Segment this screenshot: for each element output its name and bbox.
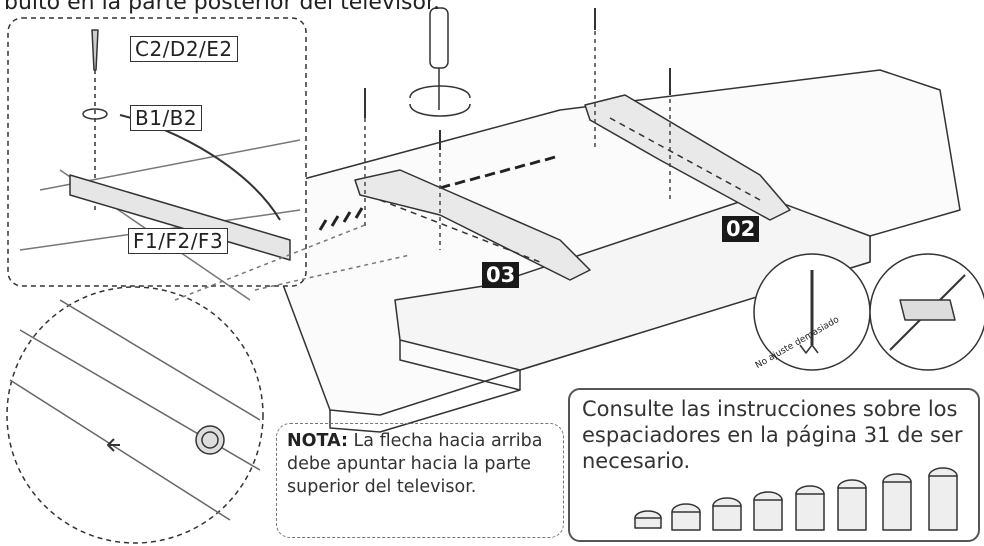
vent-slots xyxy=(318,155,556,231)
step-02-tag: 02 xyxy=(722,216,760,242)
screw-label: C2/D2/E2 xyxy=(130,36,238,62)
step-03-tag: 03 xyxy=(482,262,520,288)
spacers-illustration xyxy=(634,467,958,531)
screws xyxy=(364,8,671,150)
note-title: NOTA: xyxy=(287,431,348,451)
screwdriver-icon xyxy=(409,7,471,117)
inset-detail-top xyxy=(7,17,307,287)
washer-label: B1/B2 xyxy=(130,105,203,131)
bracket-left xyxy=(354,169,591,281)
note-text: La flecha hacia arriba debe apuntar haci… xyxy=(287,431,543,497)
note-box: NOTA: La flecha hacia arriba debe apunta… xyxy=(276,423,564,538)
caption-text: bulto en la parte posterior del televiso… xyxy=(4,0,440,15)
inset-detail-circle xyxy=(6,286,264,544)
tv-edge xyxy=(329,370,521,433)
info-text: Consulte las instrucciones sobre los esp… xyxy=(582,397,963,473)
spacer-label: F1/F2/F3 xyxy=(128,228,229,254)
info-box: Consulte las instrucciones sobre los esp… xyxy=(568,388,980,542)
